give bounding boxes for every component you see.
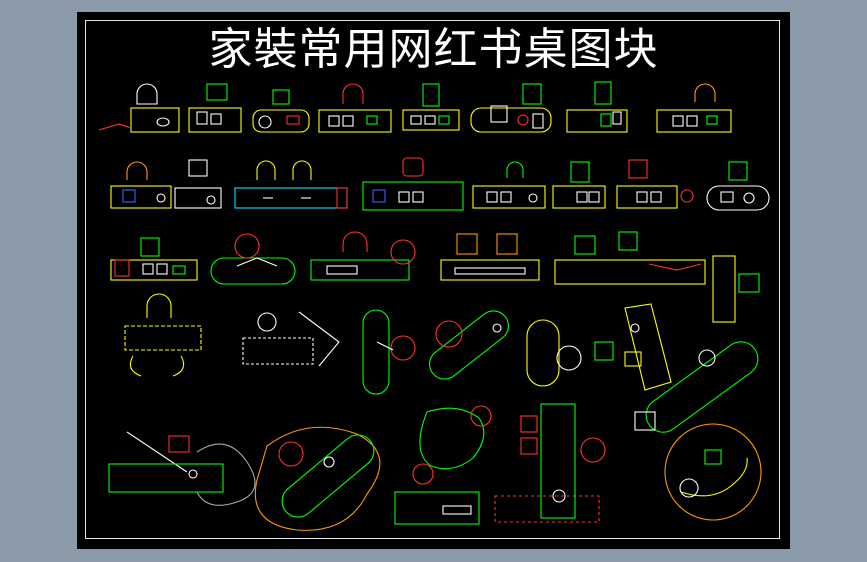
desk-block-r5-4 (494, 403, 606, 523)
desk-block-r4-2 (242, 311, 340, 367)
desk-block-r4-5 (526, 319, 614, 387)
desk-block-r1-2 (188, 83, 242, 133)
desk-block-r3-3 (310, 231, 416, 281)
desk-block-r2-4 (362, 157, 464, 211)
desk-block-r4-6 (624, 303, 672, 391)
desk-block-r2-2 (174, 159, 222, 209)
desk-block-r3-5 (554, 231, 706, 285)
desk-block-r1-4 (318, 83, 392, 133)
desk-block-r2-5 (472, 161, 546, 209)
desk-block-r5-1 (108, 431, 256, 506)
desk-block-r1-3 (252, 89, 310, 133)
desk-block-r2-8 (706, 161, 770, 211)
desk-block-r5-2 (254, 426, 381, 531)
desk-block-r1-1 (98, 83, 180, 133)
desk-block-r5-3 (394, 405, 492, 525)
desk-block-r1-8 (656, 83, 732, 133)
desk-block-r2-3 (234, 160, 348, 209)
desk-block-r2-6 (552, 161, 606, 209)
desk-block-r2-1 (110, 161, 172, 209)
desk-block-r4-3 (362, 309, 416, 395)
drawing-sheet: 家裝常用网红书桌图块 (77, 12, 790, 549)
desk-block-r3-4 (440, 233, 540, 281)
desk-block-r4-4 (429, 310, 509, 380)
desk-block-r5-5 (664, 423, 762, 521)
desk-block-r1-5 (402, 83, 460, 131)
desk-block-r3-2 (210, 233, 296, 285)
desk-block-r4-1 (124, 293, 202, 377)
drawing-title: 家裝常用网红书桌图块 (208, 24, 659, 75)
cad-blocks (98, 81, 770, 531)
desk-block-r1-6 (470, 83, 552, 133)
desk-block-r3-1 (110, 237, 198, 281)
desk-block-r2-7 (616, 159, 694, 209)
drawing-frame (85, 20, 780, 539)
desk-block-r1-7 (566, 81, 628, 133)
desk-block-r3-6 (712, 255, 760, 323)
desk-block-r4-7 (634, 341, 759, 433)
